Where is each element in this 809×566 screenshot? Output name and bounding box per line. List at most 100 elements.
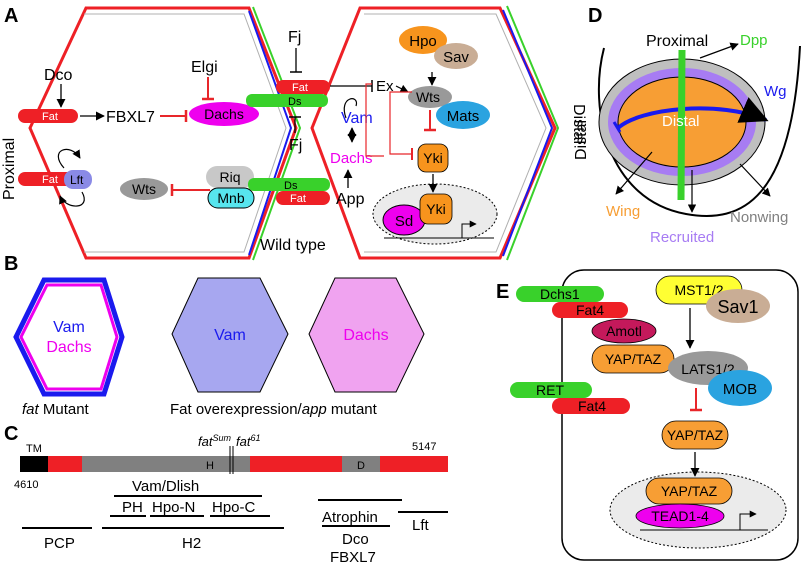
hpo-n-label: Hpo-N	[152, 499, 195, 516]
distal-d-label: Distal	[573, 120, 590, 160]
left-cell-ds-border	[252, 6, 302, 261]
sav-label: Sav	[443, 49, 469, 66]
fat-label-junction-top: Fat	[292, 82, 308, 94]
distal-center-label: Distal	[662, 113, 700, 130]
yki-bottom-label: Yki	[426, 201, 445, 217]
h2-label: H2	[182, 535, 201, 552]
end-residue: 5147	[412, 441, 436, 453]
sav1-label: Sav1	[717, 297, 758, 317]
hpo-label: Hpo	[409, 33, 437, 50]
panel-a-letter: A	[4, 5, 18, 27]
fbxl7-label-c: FBXL7	[330, 549, 376, 566]
mnb-pill	[207, 187, 255, 209]
hpo-ellipse	[399, 26, 447, 54]
vam-label-b1: Vam	[53, 319, 85, 336]
dachs-label-left: Dachs	[204, 106, 244, 122]
fat-overexpression-caption: Fat overexpression/app mutant	[170, 401, 378, 418]
tm-label: TM	[26, 443, 42, 455]
fat-label-left-top: Fat	[42, 111, 58, 123]
dachs-label-b3: Dachs	[343, 327, 388, 344]
wts-label-right: Wts	[416, 89, 440, 105]
hpo-c-label: Hpo-C	[212, 499, 256, 516]
fat4-pill-top	[552, 302, 628, 318]
mob-label: MOB	[723, 381, 757, 398]
panel-c-letter: C	[4, 423, 18, 445]
wts-label-left: Wts	[132, 181, 156, 197]
lats-label: LATS1/2	[681, 361, 735, 377]
ret-pill	[510, 382, 592, 398]
dco-label: Dco	[44, 67, 73, 84]
right-cell-vam-border	[502, 9, 554, 257]
fat4-label-bottom: Fat4	[578, 398, 606, 414]
panel-a: A Proximal Distal Dco Fat FBXL7 Elgi Dac…	[1, 5, 587, 261]
atrophin-label: Atrophin	[322, 509, 378, 526]
ds-label-junction-bottom: Ds	[284, 180, 298, 192]
ph-label: PH	[122, 499, 143, 516]
ds-pill-junction-top	[246, 94, 328, 107]
fbxl7-label: FBXL7	[106, 109, 155, 126]
recruited-label: Recruited	[650, 229, 714, 246]
fat-mutant-caption: fat Mutant	[22, 401, 90, 418]
amotl-label: Amotl	[606, 323, 642, 339]
mob-ellipse	[708, 370, 772, 406]
mst-label: MST1/2	[674, 282, 723, 298]
fat-mutant-cell-inner	[19, 283, 119, 391]
start-residue: 4610	[14, 479, 38, 491]
wg-stripe-left-arrow	[612, 121, 622, 133]
fat-sum-label: fatSum	[198, 433, 231, 449]
dchs1-pill	[516, 286, 604, 302]
dachs-label-b1: Dachs	[46, 339, 91, 356]
yaptaz-top-label: YAP/TAZ	[605, 351, 662, 367]
fat4-label-top: Fat4	[576, 302, 604, 318]
panel-d-letter: D	[588, 5, 602, 27]
yki-top-box	[417, 143, 449, 173]
h-domain-label: H	[206, 460, 214, 472]
panel-d: D Dpp Wg Proximal Distal Distal Wing Rec…	[573, 5, 801, 246]
fat-overexpression-cell	[171, 277, 289, 393]
riq-pill	[206, 166, 254, 188]
h-domain	[82, 456, 250, 472]
amotl-ellipse	[591, 318, 657, 344]
dpp-label: Dpp	[740, 32, 768, 49]
fat-pill-left-bottom	[18, 172, 78, 186]
lft-loop-arrow-bottom	[59, 191, 85, 207]
mats-label: Mats	[447, 108, 480, 125]
ds-pill-junction-bottom	[248, 178, 330, 191]
sav1-ellipse	[706, 289, 770, 323]
right-cell-inner-line	[364, 13, 547, 253]
sav-ellipse	[434, 43, 478, 69]
nonwing-label: Nonwing	[730, 209, 788, 226]
lft-pill	[64, 170, 92, 189]
mats-ellipse	[436, 101, 490, 129]
ret-label: RET	[536, 382, 564, 398]
panel-b: B Vam Dachs fat Mutant Vam Dachs Fat ove…	[4, 253, 425, 418]
fat-61-label: fat61	[236, 433, 260, 449]
panel-c: C TM H D fatSum fat61 4610 5147 Vam/Dlis…	[4, 423, 448, 566]
distal-label: Distal	[570, 104, 587, 144]
vam-label-b2: Vam	[214, 327, 246, 344]
pcp-label: PCP	[44, 535, 75, 552]
d-domain-label: D	[357, 460, 365, 472]
wild-type-label: Wild type	[260, 237, 326, 254]
yaptaz-top-pill	[591, 344, 675, 374]
transcription-arrow-a	[461, 220, 477, 238]
fat4-pill-bottom	[552, 398, 630, 414]
dpp-stripe	[677, 49, 686, 201]
wts-ellipse-right	[408, 86, 452, 108]
lft-label: Lft	[70, 173, 84, 187]
yki-bottom-box	[419, 193, 453, 225]
fj-mid-label: Fj	[289, 137, 302, 154]
lft-label-c: Lft	[412, 517, 430, 534]
dachs-ellipse-left	[189, 102, 259, 126]
fat-pill-junction-top	[276, 80, 330, 94]
vam-label-a: Vam	[341, 110, 373, 127]
mnb-label: Mnb	[217, 190, 244, 206]
yaptaz-mid-label: YAP/TAZ	[667, 427, 724, 443]
yaptaz-mid-pill	[661, 420, 729, 450]
dachs-label-right: Dachs	[330, 150, 373, 167]
panel-e: E Dchs1 Fat4 Amotl YAP/TAZ RET Fat4 MST1…	[496, 269, 799, 561]
app-label: App	[336, 191, 365, 208]
vam-dlish-label: Vam/Dlish	[132, 478, 199, 495]
riq-label: Riq	[219, 169, 240, 185]
